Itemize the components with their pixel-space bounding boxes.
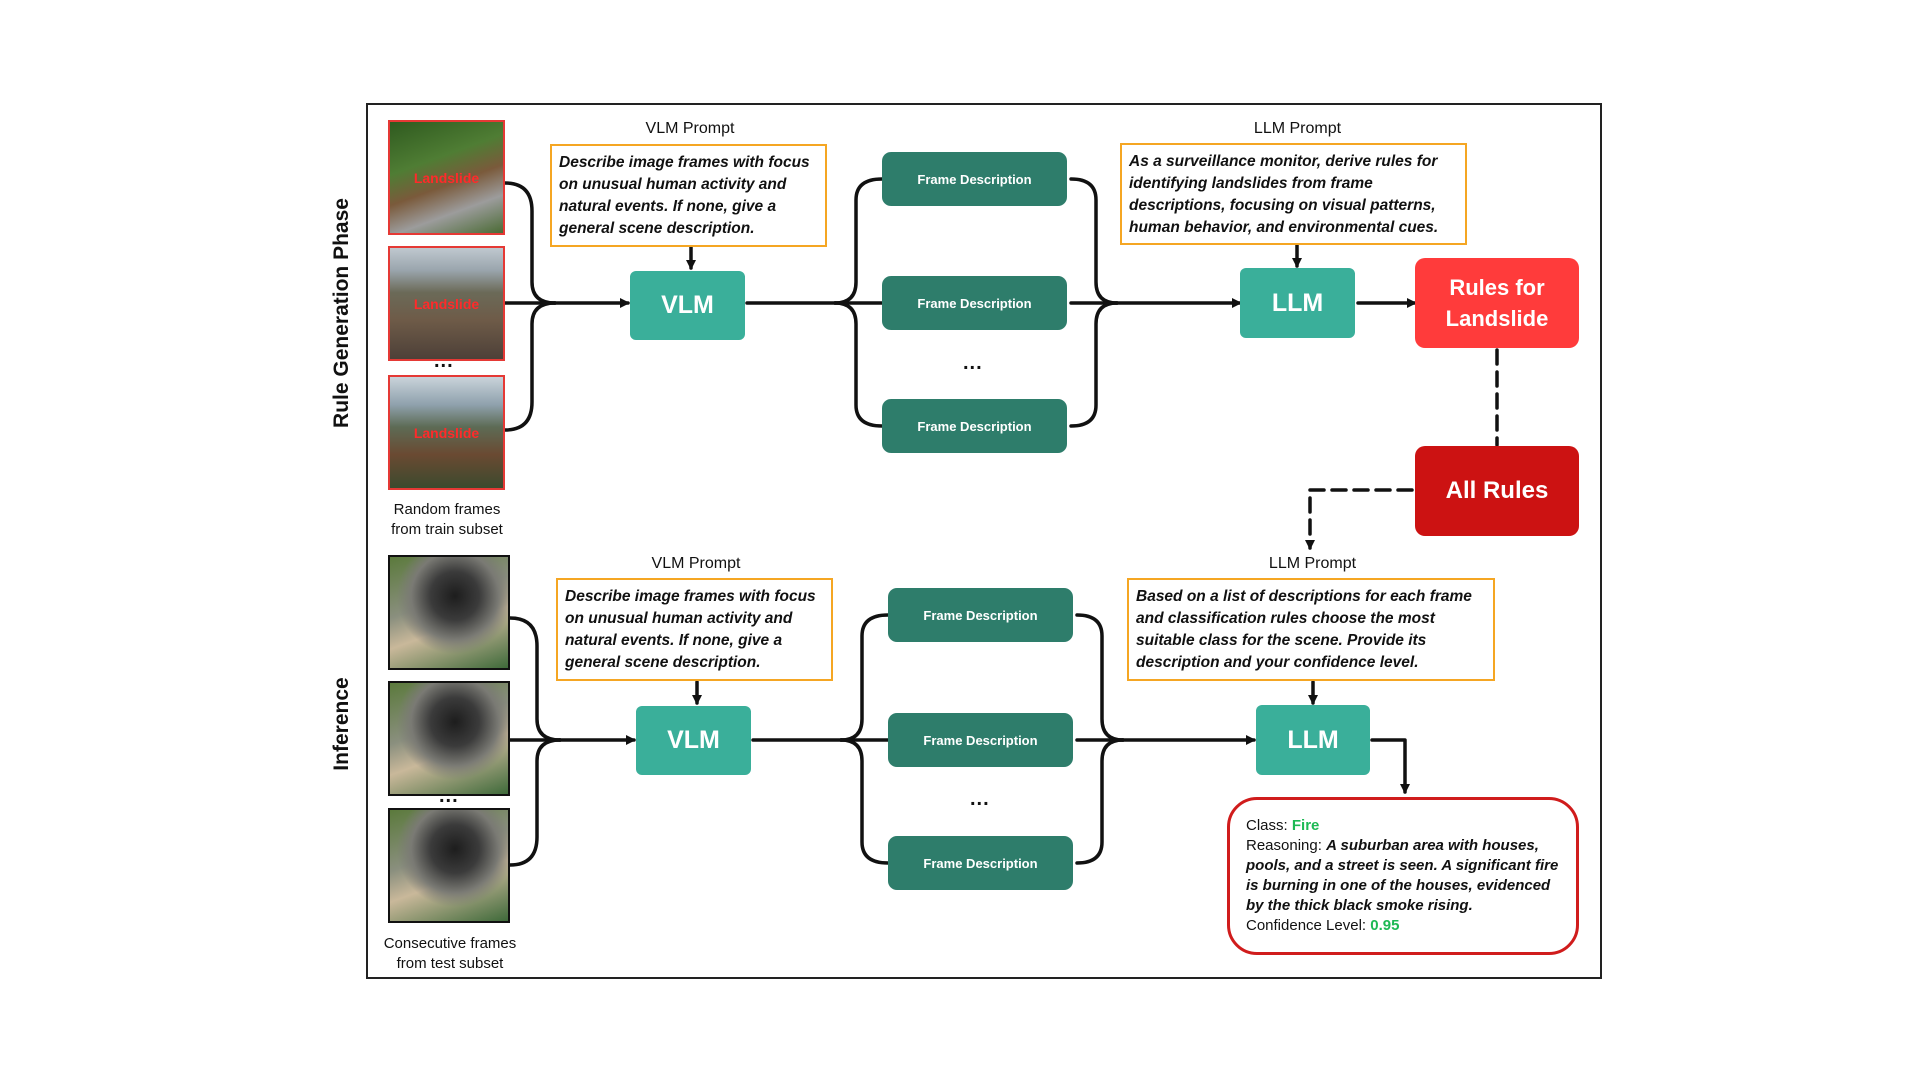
- frame-description-node: Frame Description: [888, 588, 1073, 642]
- vlm-prompt-title-bottom: VLM Prompt: [651, 555, 741, 572]
- train-frame-2: Landslide: [388, 246, 505, 361]
- llm-node-top: LLM: [1240, 268, 1355, 338]
- test-frame-1: [388, 555, 510, 670]
- train-frame-1: Landslide: [388, 120, 505, 235]
- wire-fd-bot-out-3: [1075, 738, 1125, 865]
- wire-fd-top-out-3: [1069, 301, 1119, 428]
- wire-fd-top-3: [833, 301, 884, 428]
- test-frame-3: [388, 808, 510, 923]
- llm-prompt-box-top: As a surveillance monitor, derive rules …: [1120, 143, 1467, 245]
- frame-description-node: Frame Description: [882, 399, 1067, 453]
- vlm-prompt-title-top: VLM Prompt: [645, 120, 735, 137]
- rules-line1: Rules for: [1449, 275, 1545, 300]
- test-caption-line1: Consecutive frames: [383, 935, 517, 952]
- wire-fd-bot-out-1: [1075, 613, 1125, 742]
- vlm-node-bottom: VLM: [636, 706, 751, 775]
- frame-description-node: Frame Description: [882, 152, 1067, 206]
- frame-description-node: Frame Description: [888, 836, 1073, 890]
- reasoning-label: Reasoning:: [1246, 837, 1322, 854]
- all-rules-node: All Rules: [1415, 446, 1579, 536]
- frame-description-node: Frame Description: [882, 276, 1067, 330]
- vlm-prompt-box-bottom: Describe image frames with focus on unus…: [556, 578, 833, 681]
- result-reasoning-line: Reasoning: A suburban area with houses, …: [1246, 836, 1562, 916]
- landslide-label: Landslide: [413, 169, 480, 186]
- landslide-label: Landslide: [413, 295, 480, 312]
- vlm-prompt-box-top: Describe image frames with focus on unus…: [550, 144, 827, 247]
- result-class-line: Class: Fire: [1246, 816, 1562, 836]
- confidence-value: 0.95: [1370, 917, 1400, 934]
- wire-fd-bot-1: [839, 613, 890, 742]
- confidence-label: Confidence Level:: [1246, 917, 1367, 934]
- result-confidence-line: Confidence Level: 0.95: [1246, 916, 1562, 936]
- diagram-frame: [366, 103, 1602, 979]
- test-frame-2: [388, 681, 510, 796]
- train-caption: Random frames from train subset: [372, 500, 522, 540]
- wire-fd-top-out-1: [1069, 177, 1119, 305]
- rules-for-landslide-node: Rules for Landslide: [1415, 258, 1579, 348]
- phase-label-inference: Inference: [330, 677, 353, 771]
- landslide-label: Landslide: [413, 424, 480, 441]
- llm-node-bottom: LLM: [1256, 705, 1370, 775]
- wire-allrules-to-prompt: [1305, 488, 1414, 550]
- train-caption-line1: Random frames: [393, 501, 501, 518]
- llm-prompt-title-top: LLM Prompt: [1253, 120, 1342, 137]
- classification-result-box: Class: Fire Reasoning: A suburban area w…: [1227, 797, 1579, 955]
- wire-test-3: [508, 738, 562, 867]
- phase-label-rule-generation: Rule Generation Phase: [330, 198, 353, 428]
- train-ellipsis: ...: [434, 350, 454, 372]
- frame-description-ellipsis: ...: [970, 788, 990, 810]
- vlm-node-top: VLM: [630, 271, 745, 340]
- train-caption-line2: from train subset: [391, 521, 503, 538]
- llm-prompt-title-bottom: LLM Prompt: [1268, 555, 1357, 572]
- frame-description-ellipsis: ...: [963, 352, 983, 374]
- class-label: Class:: [1246, 817, 1288, 834]
- test-caption-line2: from test subset: [396, 955, 504, 972]
- class-value: Fire: [1291, 817, 1320, 834]
- reasoning-text: A suburban area with houses, pools, and …: [1246, 837, 1559, 914]
- wire-fd-top-1: [833, 177, 884, 305]
- train-frame-3: Landslide: [388, 375, 505, 490]
- rules-line2: Landslide: [1445, 306, 1549, 331]
- frame-description-node: Frame Description: [888, 713, 1073, 767]
- wire-test-1: [508, 616, 562, 742]
- wire-fd-bot-3: [839, 738, 890, 865]
- test-ellipsis: ...: [439, 785, 459, 807]
- wire-llm-to-result: [1370, 738, 1410, 794]
- wire-train-1: [503, 181, 557, 305]
- llm-prompt-box-bottom: Based on a list of descriptions for each…: [1127, 578, 1495, 681]
- wire-train-3: [503, 301, 557, 432]
- test-caption: Consecutive frames from test subset: [370, 934, 530, 974]
